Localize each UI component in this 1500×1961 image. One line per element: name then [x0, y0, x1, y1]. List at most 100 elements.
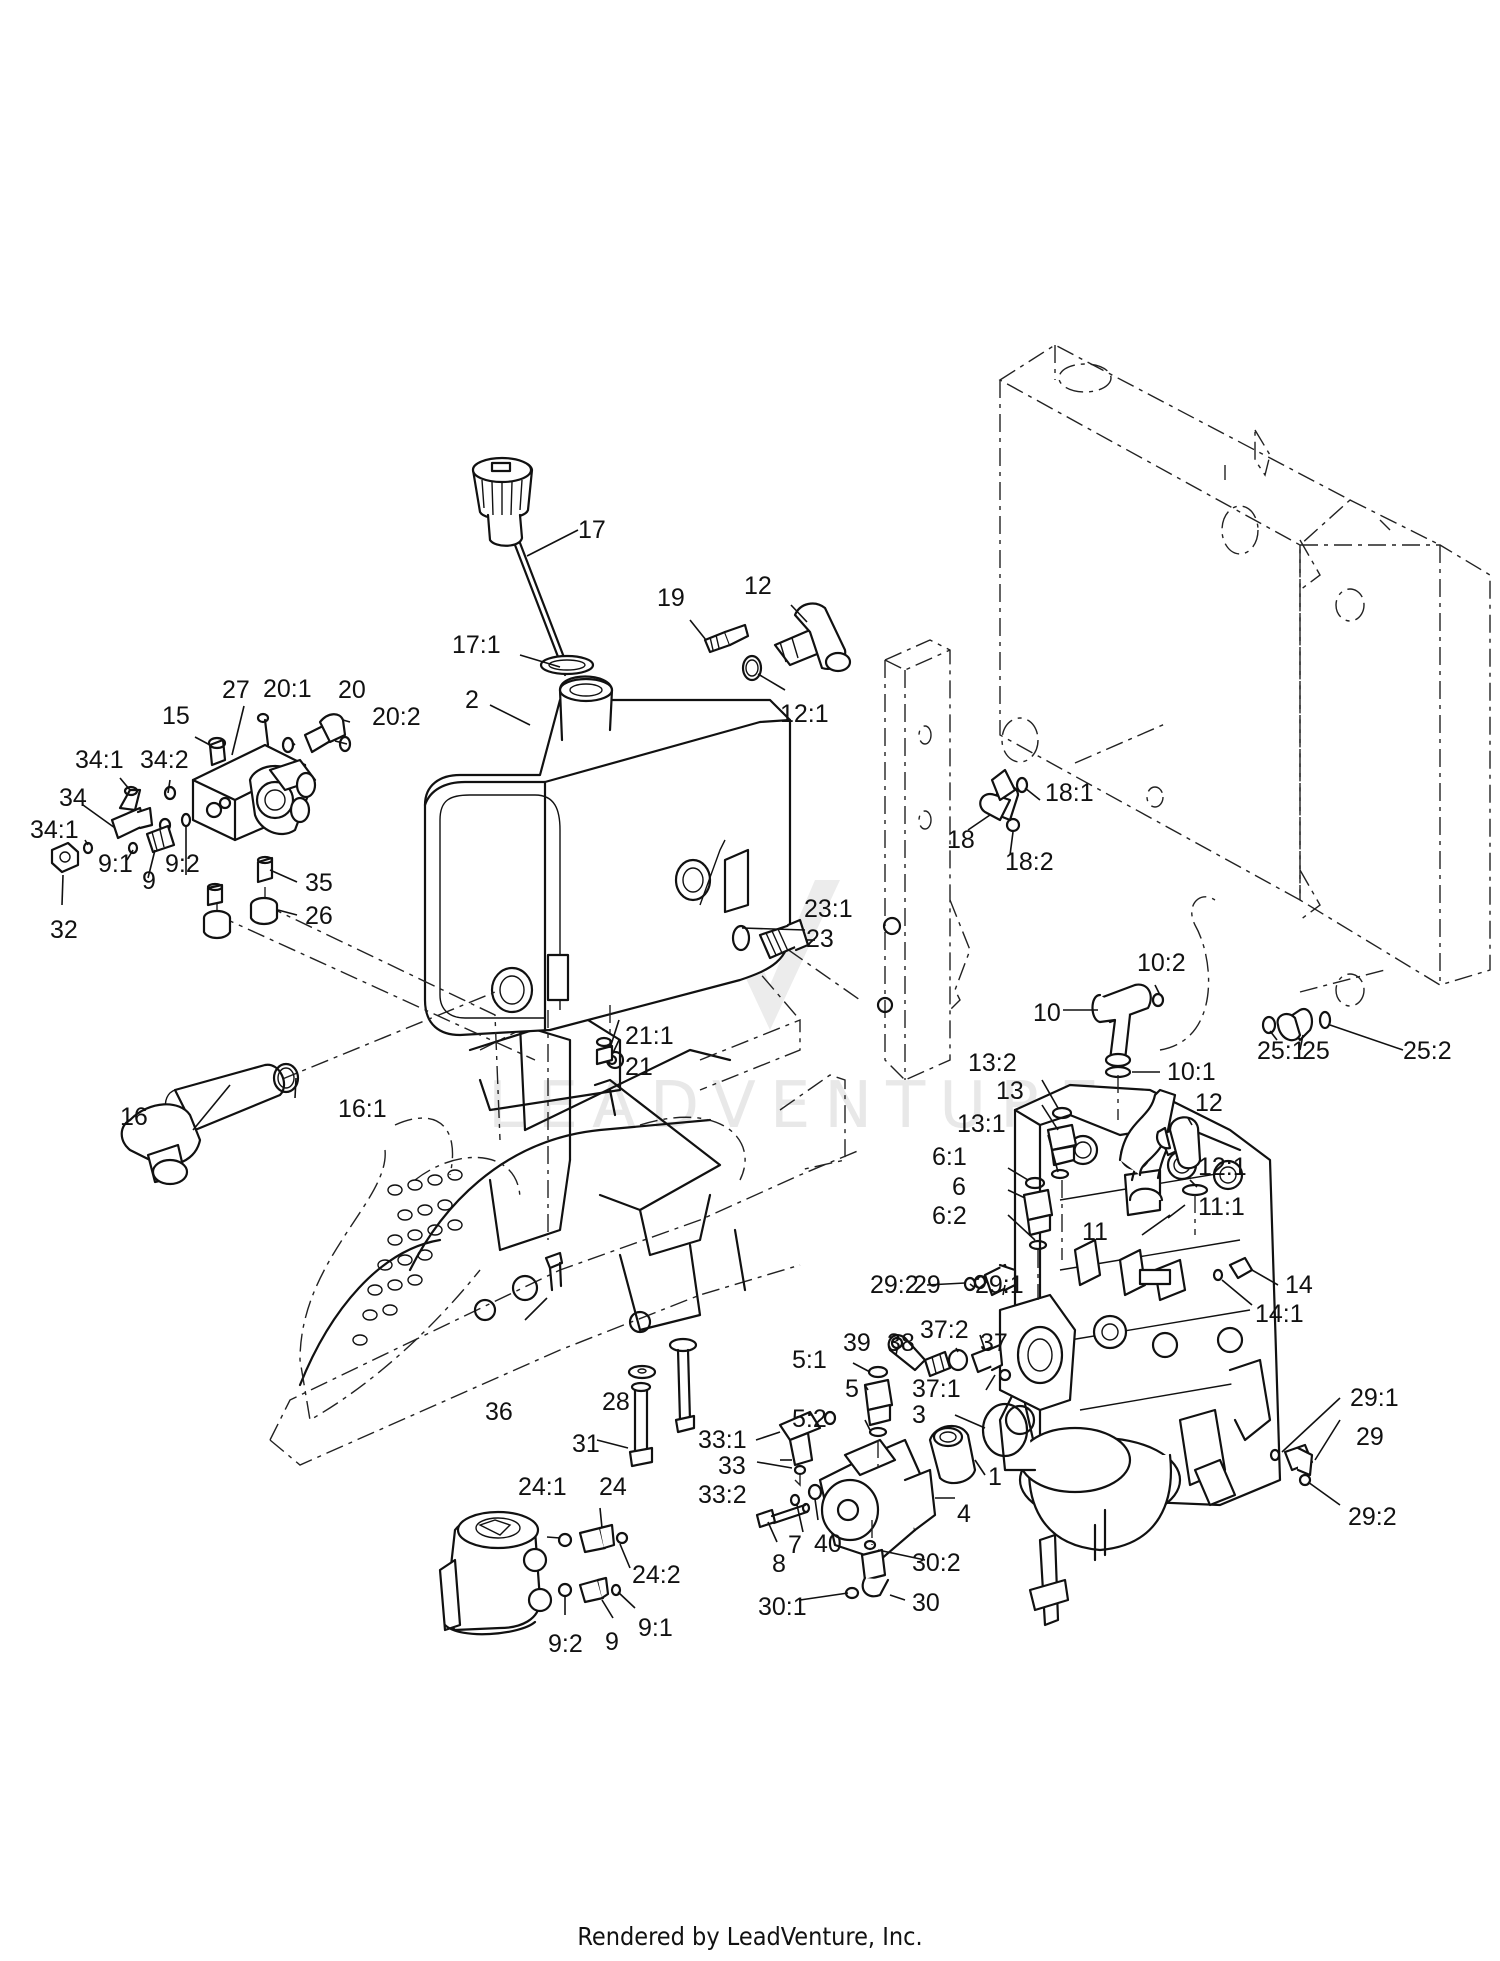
elbow-fitting-10 — [1091, 983, 1165, 1079]
callout-37-1: 37:1 — [912, 1375, 961, 1403]
callout-5-1: 5:1 — [792, 1346, 827, 1374]
callout-29-1-left: 29:1 — [975, 1271, 1024, 1299]
callout-9-2-upper: 9:2 — [165, 850, 200, 878]
callout-4: 4 — [957, 1500, 971, 1528]
callout-2: 2 — [465, 686, 479, 714]
callout-12-1-pump: 12:1 — [1198, 1153, 1247, 1181]
callout-19: 19 — [657, 584, 685, 612]
callout-34-2: 34:2 — [140, 746, 189, 774]
callout-27: 27 — [222, 676, 250, 704]
callout-34-1-top: 34:1 — [75, 746, 124, 774]
callout-30-1: 30:1 — [758, 1593, 807, 1621]
callout-9-1-lower: 9:1 — [638, 1614, 673, 1642]
callout-20-2: 20:2 — [372, 703, 421, 731]
callout-32: 32 — [50, 916, 78, 944]
callout-5: 5 — [845, 1375, 859, 1403]
callout-29-1-right: 29:1 — [1350, 1384, 1399, 1412]
fitting-5 — [863, 1365, 894, 1470]
fitting-9-lower — [557, 1576, 622, 1604]
callout-7: 7 — [788, 1531, 802, 1559]
callout-14: 14 — [1285, 1271, 1313, 1299]
elbow-fitting-18 — [979, 768, 1029, 833]
valve-block-27 — [50, 712, 352, 940]
callout-20: 20 — [338, 676, 366, 704]
callout-10-1: 10:1 — [1167, 1058, 1216, 1086]
gear-pump-4 — [818, 1424, 977, 1562]
bolt-spacer — [668, 1337, 698, 1434]
fitting-37 — [947, 1343, 1012, 1382]
frame-chassis — [269, 953, 861, 1466]
callout-37: 37 — [980, 1329, 1008, 1357]
callout-18: 18 — [947, 826, 975, 854]
callout-6-1: 6:1 — [932, 1143, 967, 1171]
callout-25-2: 25:2 — [1403, 1037, 1452, 1065]
callout-17-1: 17:1 — [452, 631, 501, 659]
steering-control-unit — [438, 1510, 553, 1636]
callout-6: 6 — [952, 1173, 966, 1201]
fitting-19 — [703, 623, 750, 654]
callout-18-1: 18:1 — [1045, 779, 1094, 807]
callout-25-1: 25:1 — [1257, 1037, 1306, 1065]
hydraulic-tank — [216, 675, 792, 1240]
callout-34-1-left: 34:1 — [30, 816, 79, 844]
washer-7 — [789, 1493, 801, 1507]
callout-12: 12 — [744, 572, 772, 600]
fitting-39 — [887, 1334, 927, 1372]
callout-21-1: 21:1 — [625, 1022, 674, 1050]
callout-1: 1 — [988, 1463, 1002, 1491]
callout-38: 38 — [887, 1329, 915, 1357]
callout-16: 16 — [120, 1103, 148, 1131]
hydraulic-pump-assembly — [998, 1083, 1282, 1627]
callout-37-2: 37:2 — [920, 1316, 969, 1344]
callout-33: 33 — [718, 1452, 746, 1480]
callout-31: 31 — [572, 1430, 600, 1458]
callout-10-2: 10:2 — [1137, 949, 1186, 977]
elbow-fitting-12-pump — [1156, 1116, 1209, 1235]
hose-16 — [120, 1062, 300, 1186]
callout-26: 26 — [305, 902, 333, 930]
bolt-8 — [755, 1502, 811, 1529]
callout-15: 15 — [162, 702, 190, 730]
callout-17: 17 — [578, 516, 606, 544]
o-ring-3 — [981, 1402, 1029, 1458]
elbow-fitting-12-top — [741, 602, 852, 682]
callout-9-upper: 9 — [142, 867, 156, 895]
callout-20-1: 20:1 — [263, 675, 312, 703]
washer-28 — [627, 1364, 657, 1380]
fitting-25 — [1261, 1007, 1332, 1042]
callout-13: 13 — [996, 1077, 1024, 1105]
callout-29-2-left: 29:2 — [870, 1271, 919, 1299]
callout-24-2: 24:2 — [632, 1561, 681, 1589]
callout-36: 36 — [485, 1398, 513, 1426]
callout-16-1: 16:1 — [338, 1095, 387, 1123]
fitting-29-right — [1269, 1443, 1314, 1487]
fitting-13 — [1046, 1106, 1078, 1180]
bolt-31 — [628, 1381, 654, 1468]
callout-3: 3 — [912, 1401, 926, 1429]
callout-30: 30 — [912, 1589, 940, 1617]
callout-33-2: 33:2 — [698, 1481, 747, 1509]
callout-30-2: 30:2 — [912, 1549, 961, 1577]
callout-9-2-lower: 9:2 — [548, 1630, 583, 1658]
leader-lines — [61, 529, 1404, 1619]
callout-9-1-upper: 9:1 — [98, 850, 133, 878]
callout-25: 25 — [1302, 1037, 1330, 1065]
callout-13-1: 13:1 — [957, 1110, 1006, 1138]
washer-40 — [807, 1483, 823, 1501]
callout-35: 35 — [305, 869, 333, 897]
callout-12-pump: 12 — [1195, 1089, 1223, 1117]
oil-cooler-radiator — [998, 344, 1491, 1051]
rendered-by-credit: Rendered by LeadVenture, Inc. — [577, 1922, 923, 1951]
fitting-23 — [731, 918, 810, 960]
frame-post — [739, 639, 971, 1171]
callout-40: 40 — [814, 1530, 842, 1558]
fitting-33 — [778, 1410, 837, 1487]
callout-34: 34 — [59, 784, 87, 812]
callout-24-1: 24:1 — [518, 1473, 567, 1501]
callout-29-right: 29 — [1356, 1423, 1384, 1451]
callout-24: 24 — [599, 1473, 627, 1501]
callout-28: 28 — [602, 1388, 630, 1416]
callout-10: 10 — [1033, 999, 1061, 1027]
callout-33-1: 33:1 — [698, 1426, 747, 1454]
